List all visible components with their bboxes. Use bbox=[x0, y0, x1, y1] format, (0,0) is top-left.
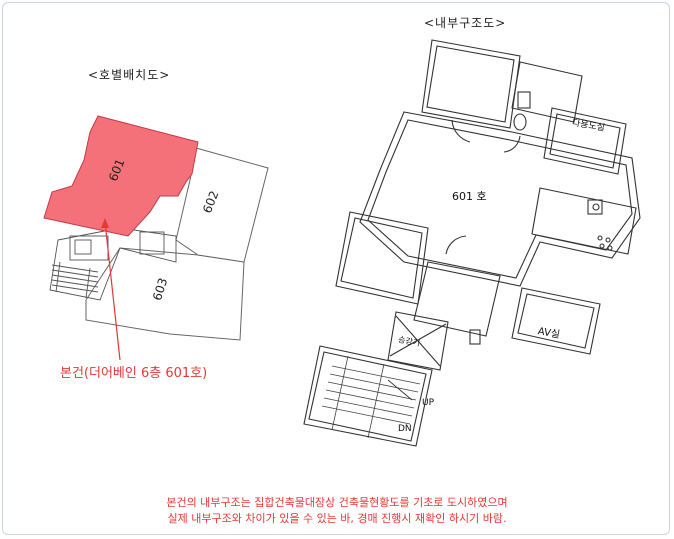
callout-arrow-line bbox=[104, 221, 121, 361]
site-plan-title: <호별배치도> bbox=[88, 68, 171, 82]
footer-note-line1: 본건의 내부구조는 집합건축물대장상 건축물현황도를 기초로 도시하였으며 bbox=[166, 496, 508, 509]
unit-label-601-plan: 601 호 bbox=[452, 190, 487, 203]
subject-unit-callout: 본건(더어베인 6층 601호) bbox=[60, 366, 208, 381]
unit-602-outline bbox=[175, 147, 269, 263]
stair-treads bbox=[321, 355, 421, 439]
floor-plan-title: <내부구조도> bbox=[424, 16, 507, 30]
stair-label-up: UP bbox=[422, 398, 435, 408]
stair-label-dn: DN bbox=[398, 424, 412, 434]
unit-601-highlight bbox=[43, 115, 199, 237]
stair-arrow bbox=[387, 379, 413, 401]
footer-note-line2: 실제 내부구조와 차이가 있을 수 있는 바, 경매 진행시 재확인 하시기 바… bbox=[167, 512, 507, 525]
callout-arrow-head bbox=[101, 218, 109, 228]
unit-603-outline bbox=[85, 247, 245, 341]
